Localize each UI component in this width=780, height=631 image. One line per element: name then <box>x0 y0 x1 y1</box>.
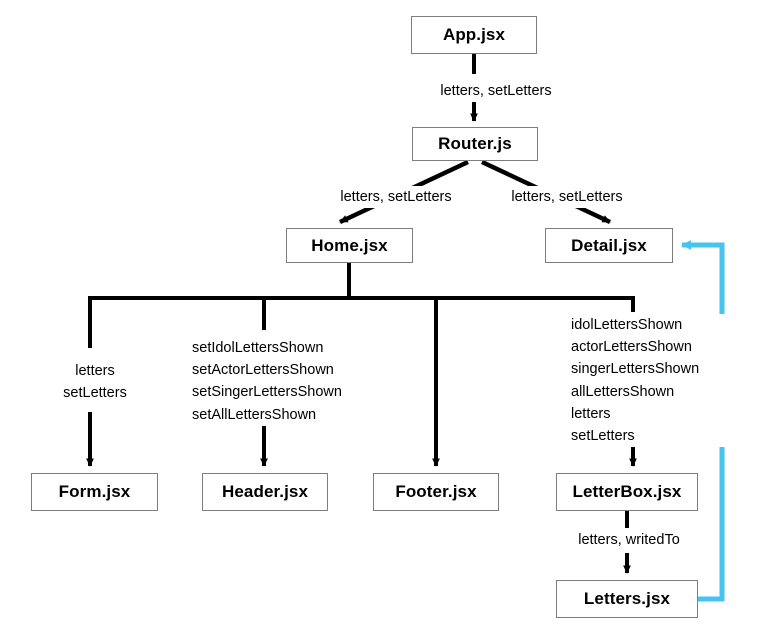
node-router-js[interactable]: Router.js <box>412 127 538 161</box>
edge-label-line: setLetters <box>63 385 127 402</box>
edge-label-line: letters, setLetters <box>440 83 552 99</box>
edge-label-line: setLetters <box>571 427 635 444</box>
edge-label-home-to-form: letters setLetters <box>33 360 157 405</box>
edge-label-line: letters, setLetters <box>511 189 623 205</box>
node-label: Letters.jsx <box>583 589 671 608</box>
edge-label-line: letters <box>571 405 611 422</box>
edge-label-letterbox-to-letters: letters, writedTo <box>547 529 711 552</box>
edge-label-line: letters, writedTo <box>578 532 680 548</box>
node-letterbox-jsx[interactable]: LetterBox.jsx <box>556 473 698 511</box>
edge-label-line: setAllLettersShown <box>192 406 317 423</box>
node-label: Footer.jsx <box>395 482 477 501</box>
node-detail-jsx[interactable]: Detail.jsx <box>545 228 673 263</box>
edge-label-router-to-home: letters, setLetters <box>314 186 478 209</box>
node-label: Detail.jsx <box>571 235 647 255</box>
edge-label-line: setSingerLettersShown <box>192 384 342 401</box>
node-label: Form.jsx <box>58 482 131 501</box>
node-home-jsx[interactable]: Home.jsx <box>286 228 413 263</box>
node-letters-jsx[interactable]: Letters.jsx <box>556 580 698 618</box>
node-label: Home.jsx <box>311 235 388 255</box>
edge-label-app-to-router: letters, setLetters <box>414 80 578 103</box>
node-form-jsx[interactable]: Form.jsx <box>31 473 158 511</box>
node-label: App.jsx <box>442 25 506 44</box>
edge-label-line: setActorLettersShown <box>192 362 334 379</box>
node-label: Header.jsx <box>221 482 309 501</box>
edge-label-home-to-letterbox: idolLettersShown actorLettersShown singe… <box>569 314 780 448</box>
edge-label-line: allLettersShown <box>571 383 675 400</box>
edge-label-line: letters <box>75 363 115 379</box>
edge-label-line: letters, setLetters <box>340 189 452 205</box>
node-app-jsx[interactable]: App.jsx <box>411 16 537 54</box>
edge-label-home-to-header: setIdolLettersShown setActorLettersShown… <box>190 337 394 426</box>
edge-label-line: singerLettersShown <box>571 361 700 378</box>
edge-label-line: idolLettersShown <box>571 317 683 333</box>
node-header-jsx[interactable]: Header.jsx <box>202 473 328 511</box>
node-label: Router.js <box>438 134 512 153</box>
node-footer-jsx[interactable]: Footer.jsx <box>373 473 499 511</box>
node-label: LetterBox.jsx <box>572 482 682 501</box>
edge-label-line: setIdolLettersShown <box>192 340 324 356</box>
edge-label-line: actorLettersShown <box>571 339 692 356</box>
edge-label-router-to-detail: letters, setLetters <box>485 186 649 209</box>
